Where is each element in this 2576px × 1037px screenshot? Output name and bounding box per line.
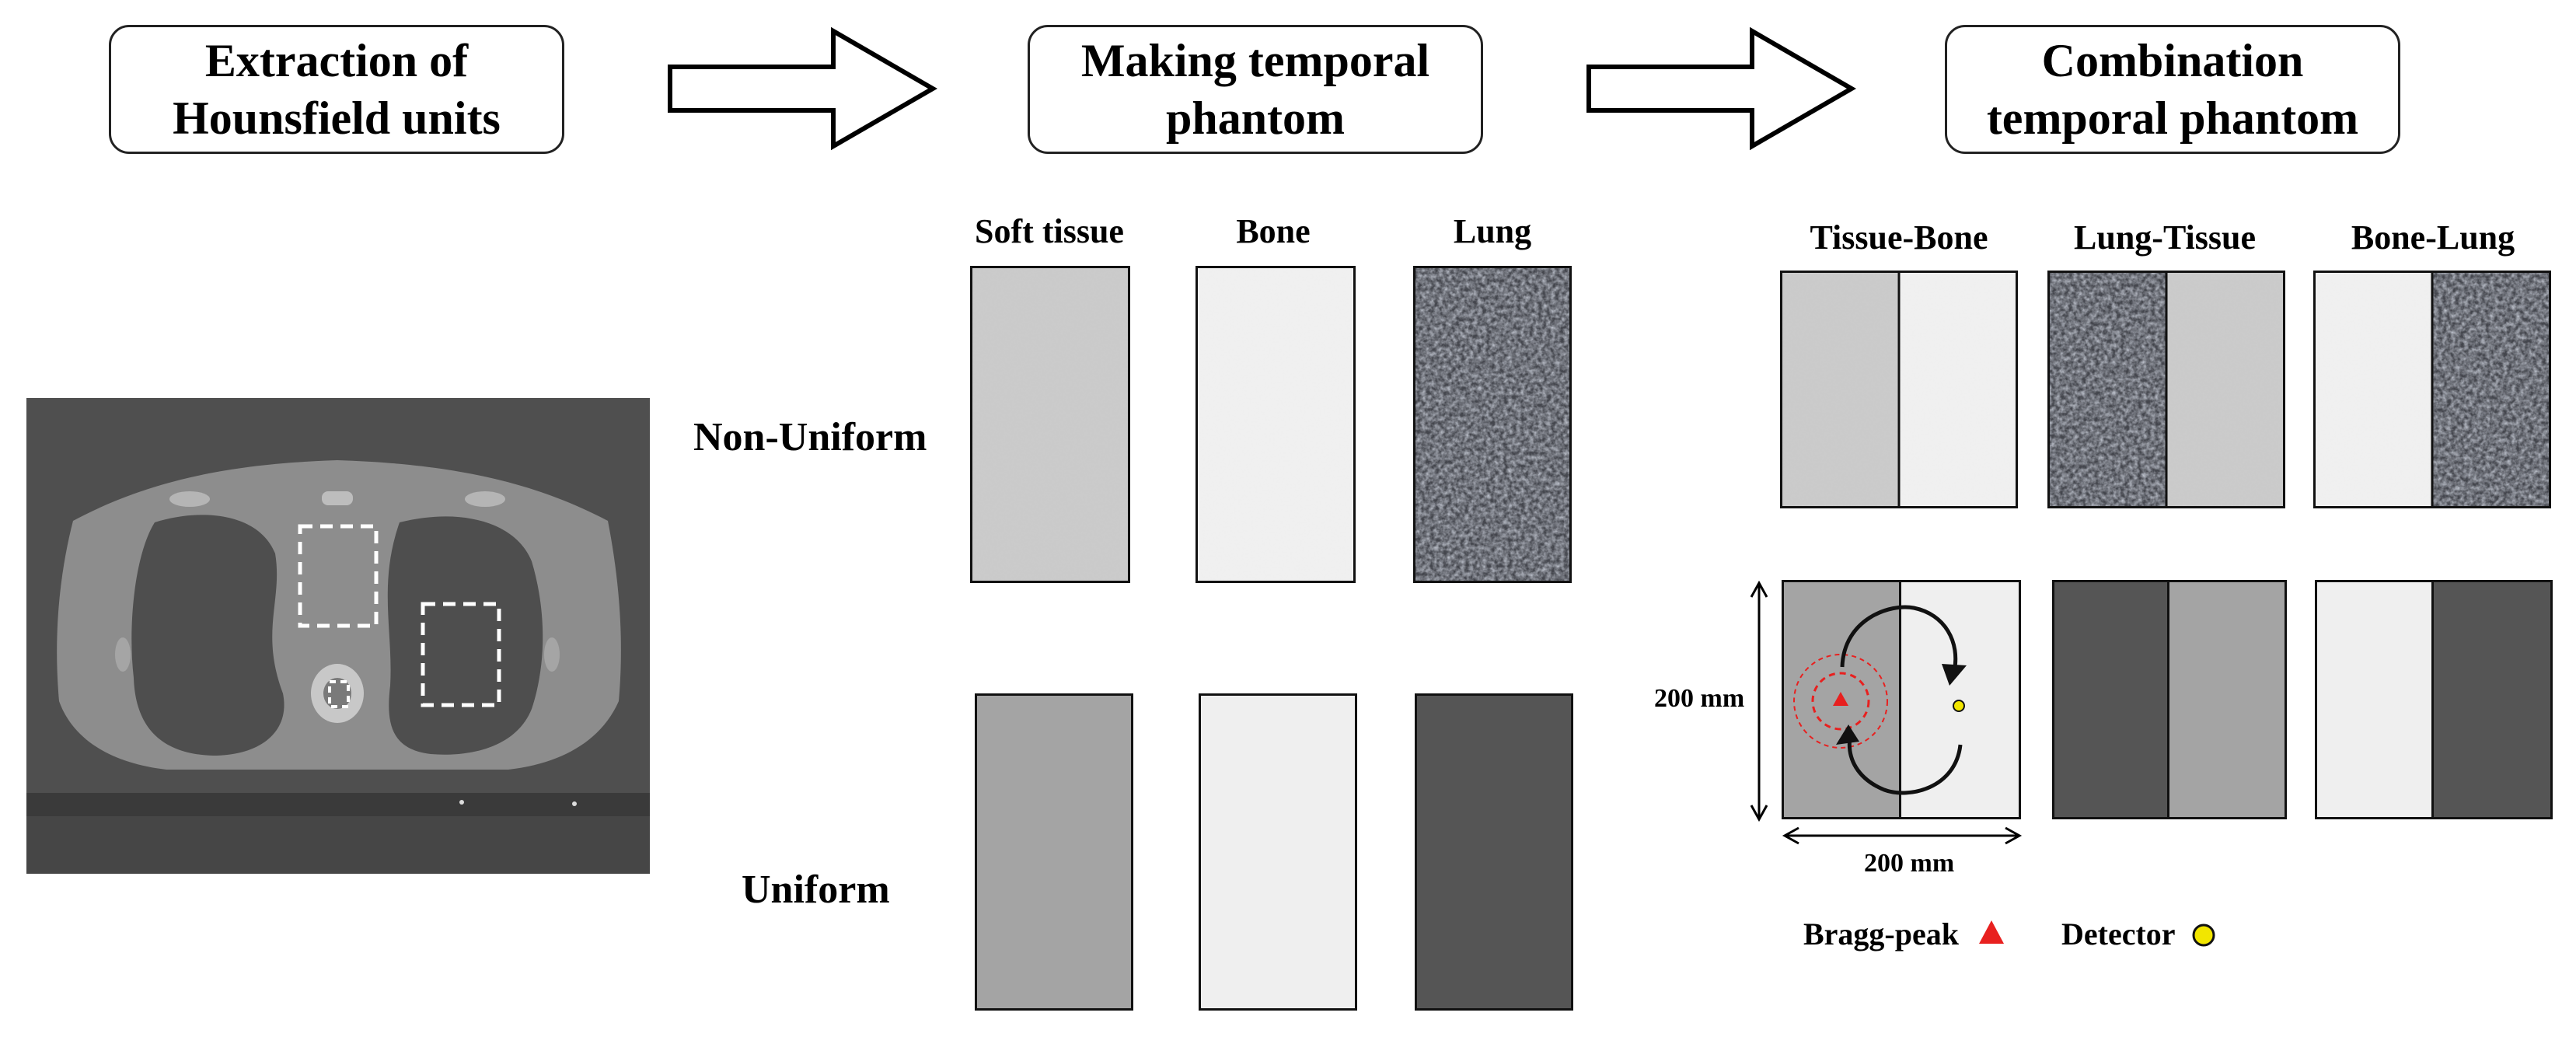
panel-uniform-bone — [1199, 693, 1357, 1011]
dimension-vertical-label: 200 mm — [1654, 684, 1745, 713]
stage-combination-label: Combination temporal phantom — [1986, 35, 2359, 144]
col-header-lung-tissue: Lung-Tissue — [2074, 218, 2256, 257]
col-header-bone-lung: Bone-Lung — [2351, 218, 2515, 257]
row-label-uniform: Uniform — [742, 868, 890, 912]
row-label-non-uniform: Non-Uniform — [693, 415, 927, 459]
stage-extraction: Extraction of Hounsfield units — [109, 25, 564, 154]
col-header-bone: Bone — [1236, 212, 1311, 250]
panel-combo-uniform-bone-lung — [2315, 580, 2553, 819]
legend-detector-icon — [2192, 924, 2215, 947]
panel-combo-nonuniform-tissue-bone — [1780, 271, 2018, 508]
panel-nonuniform-lung — [1413, 266, 1572, 583]
legend-bragg-peak-icon — [1979, 920, 2004, 944]
stage-making-label: Making temporal phantom — [1080, 35, 1430, 144]
dimension-horizontal-label: 200 mm — [1864, 849, 1955, 878]
stage-making: Making temporal phantom — [1028, 25, 1483, 154]
flow-arrow-1-icon — [668, 26, 937, 151]
rotation-overlay — [1793, 605, 1967, 795]
bragg-peak-icon — [1833, 692, 1848, 706]
detector-icon — [1953, 700, 1965, 712]
legend-bragg-peak-label: Bragg-peak — [1803, 917, 1959, 951]
panel-nonuniform-soft-tissue — [970, 266, 1130, 583]
flow-arrow-2-icon — [1586, 26, 1856, 151]
panel-combo-uniform-lung-tissue — [2052, 580, 2287, 819]
panel-nonuniform-bone — [1196, 266, 1356, 583]
dimension-horizontal-arrow — [1782, 826, 2023, 845]
ct-scan-image — [26, 398, 650, 874]
panel-combo-nonuniform-lung-tissue — [2047, 271, 2285, 508]
dimension-vertical-arrow — [1750, 580, 1768, 822]
panel-combo-nonuniform-bone-lung — [2313, 271, 2551, 508]
legend-detector-label: Detector — [2061, 917, 2176, 951]
panel-uniform-soft-tissue — [975, 693, 1133, 1011]
stage-extraction-label: Extraction of Hounsfield units — [173, 35, 501, 144]
stage-combination: Combination temporal phantom — [1945, 25, 2400, 154]
col-header-lung: Lung — [1453, 212, 1532, 250]
col-header-tissue-bone: Tissue-Bone — [1810, 218, 1988, 257]
col-header-soft-tissue: Soft tissue — [975, 212, 1124, 250]
panel-uniform-lung — [1415, 693, 1573, 1011]
